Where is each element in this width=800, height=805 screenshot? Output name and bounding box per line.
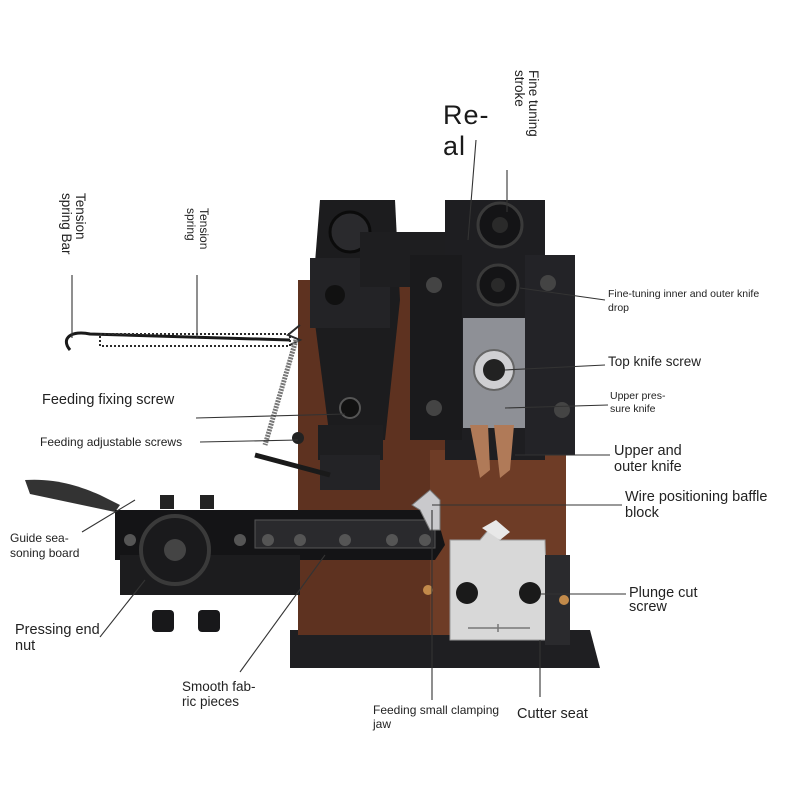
label-tension-spring-bar-line1: Tension (73, 193, 88, 240)
tension-spring (99, 333, 291, 347)
label-guide-board: Guide sea- soning board (10, 532, 79, 559)
top-knife-screw-head (483, 359, 505, 381)
leader-upper-pressure-knife (504, 404, 609, 409)
feeding-block (318, 425, 383, 460)
upper-knife-right (494, 425, 514, 478)
label-wire-positioning-baffle: Wire positioning baffle block (625, 489, 768, 522)
label-pressing-end-nut-line1: Pressing end (15, 622, 100, 638)
rail-screw-2 (294, 534, 306, 546)
label-guide-board-line1: Guide sea- (10, 531, 69, 545)
fine-tuning-knob-center (492, 217, 508, 233)
rail-screw-4 (386, 534, 398, 546)
label-cutter-seat: Cutter seat (517, 706, 588, 722)
spring-hanger (286, 324, 303, 346)
guide-plate (25, 479, 120, 512)
label-upper-outer-knife: Upper and outer knife (614, 443, 682, 476)
knife-plate-screw-2 (426, 400, 442, 416)
label-smooth-fabric-line1: Smooth fab- (182, 679, 256, 694)
feeding-lever (254, 452, 331, 478)
top-stud-2 (200, 495, 214, 509)
tension-spring-bar (64, 331, 291, 351)
leader-feeding-fixing (195, 413, 346, 419)
right-plate-screw-1 (540, 275, 556, 291)
label-tension-spring: Tension spring (184, 208, 211, 250)
plunge-cut-screw-1 (456, 582, 478, 604)
rail-screw-7 (234, 534, 246, 546)
pressing-end-nut-center (164, 539, 186, 561)
column-screw-1 (325, 285, 345, 305)
label-fine-tuning-stroke-line1: Fine tuning (526, 70, 541, 137)
label-feeding-fixing-screw: Feeding fixing screw (42, 392, 175, 408)
label-feeding-jaw-line2: jaw (373, 716, 392, 731)
hanging-spring (262, 339, 299, 446)
knife-plate-screw-1 (426, 277, 442, 293)
upper-knife-left (470, 425, 490, 478)
leader-real (467, 139, 477, 241)
cutter-seat-block (449, 527, 549, 641)
foot-1 (152, 610, 174, 632)
label-smooth-fabric-pieces: Smooth fab- ric pieces (182, 679, 256, 710)
label-tension-spring-bar-line2: spring Bar (58, 193, 74, 255)
label-feeding-small-clamping-jaw: Feeding small clamping jaw (373, 704, 499, 730)
rail-screw-6 (124, 534, 136, 546)
knife-drop-knob-center (491, 278, 505, 292)
label-upper-pressure-knife-line2: sure knife (610, 403, 656, 416)
label-upper-outer-knife-line1: Upper and (614, 443, 682, 459)
label-fine-tuning-stroke: Fine tuning stroke (511, 70, 541, 137)
feeding-adjustable-screw (292, 432, 304, 444)
top-stud-1 (160, 495, 174, 509)
label-upper-pressure-knife-line1: Upper pres- (610, 390, 666, 402)
leader-smooth-fabric (239, 554, 326, 673)
label-fine-tuning-stroke-line2: stroke (511, 70, 527, 107)
leader-feeding-adjustable (199, 439, 299, 443)
label-fine-tuning-knife-line1: Fine-tuning inner and outer knife (608, 288, 760, 300)
label-tension-spring-line2: spring (184, 208, 199, 241)
label-plunge-cut-screw: Plunge cut screw (629, 585, 698, 616)
leader-fine-tuning-knife (519, 287, 606, 301)
label-real-bottom: al (443, 131, 467, 162)
right-plate-screw-2 (554, 402, 570, 418)
label-fine-tuning-knife: Fine-tuning inner and outer knife drop (608, 288, 760, 315)
foot-2 (198, 610, 220, 632)
plunge-cut-screw-2 (519, 582, 541, 604)
leader-pressing-end (99, 579, 146, 638)
label-guide-board-line2: soning board (10, 545, 80, 560)
label-plunge-cut-line2: screw (629, 599, 667, 616)
wire-baffle (411, 489, 441, 531)
label-feeding-adjustable-screws: Feeding adjustable screws (40, 435, 183, 449)
label-pressing-end-nut: Pressing end nut (15, 622, 100, 655)
label-pressing-end-nut-line2: nut (15, 638, 36, 655)
label-real: Re- al (443, 100, 490, 162)
label-feeding-jaw-line1: Feeding small clamping (373, 703, 500, 717)
label-wire-baffle-line1: Wire positioning baffle (625, 489, 768, 505)
column-screw-2 (339, 397, 361, 419)
rail-screw-3 (339, 534, 351, 546)
label-top-knife-screw: Top knife screw (608, 354, 702, 369)
label-smooth-fabric-line2: ric pieces (182, 694, 240, 710)
label-upper-outer-knife-line2: outer knife (614, 459, 682, 476)
label-fine-tuning-knife-line2: drop (608, 302, 630, 315)
cutter-seat-top (482, 520, 510, 540)
copper-screw-1 (423, 585, 433, 595)
leader-top-knife-screw (504, 364, 606, 371)
label-wire-baffle-line2: block (625, 505, 659, 522)
copper-screw-2 (559, 595, 569, 605)
label-tension-spring-line1: Tension (197, 208, 211, 250)
rail-screw-5 (419, 534, 431, 546)
label-upper-pressure-knife: Upper pres- sure knife (610, 390, 666, 416)
leader-guide-board (81, 499, 136, 533)
label-tension-spring-bar: Tension spring Bar (58, 193, 88, 255)
label-real-top: Re- (443, 100, 490, 130)
rail-screw-1 (262, 534, 274, 546)
label-plunge-cut-line1: Plunge cut (629, 585, 698, 601)
